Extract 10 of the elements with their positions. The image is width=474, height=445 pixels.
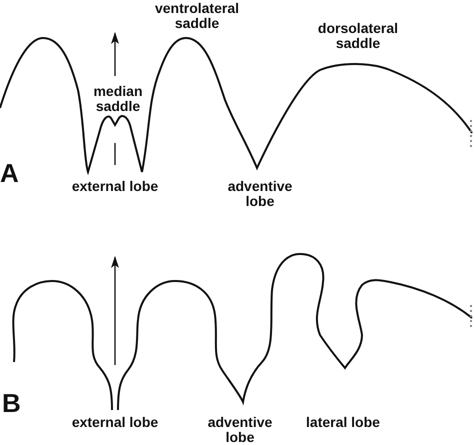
lobe-label: external lobe — [71, 179, 159, 194]
lobe-label: lateral lobe — [305, 415, 381, 430]
panel-letter: B — [2, 390, 21, 416]
saddle-label: ventrolateral saddle — [154, 1, 240, 31]
lobe-label: external lobe — [71, 415, 159, 430]
saddle-label: median saddle — [92, 84, 144, 114]
lobe-label: adventive lobe — [226, 179, 294, 209]
panel-letter: A — [0, 160, 19, 186]
lobe-label: adventive lobe — [206, 415, 274, 445]
saddle-label: dorsolateral saddle — [316, 21, 400, 51]
